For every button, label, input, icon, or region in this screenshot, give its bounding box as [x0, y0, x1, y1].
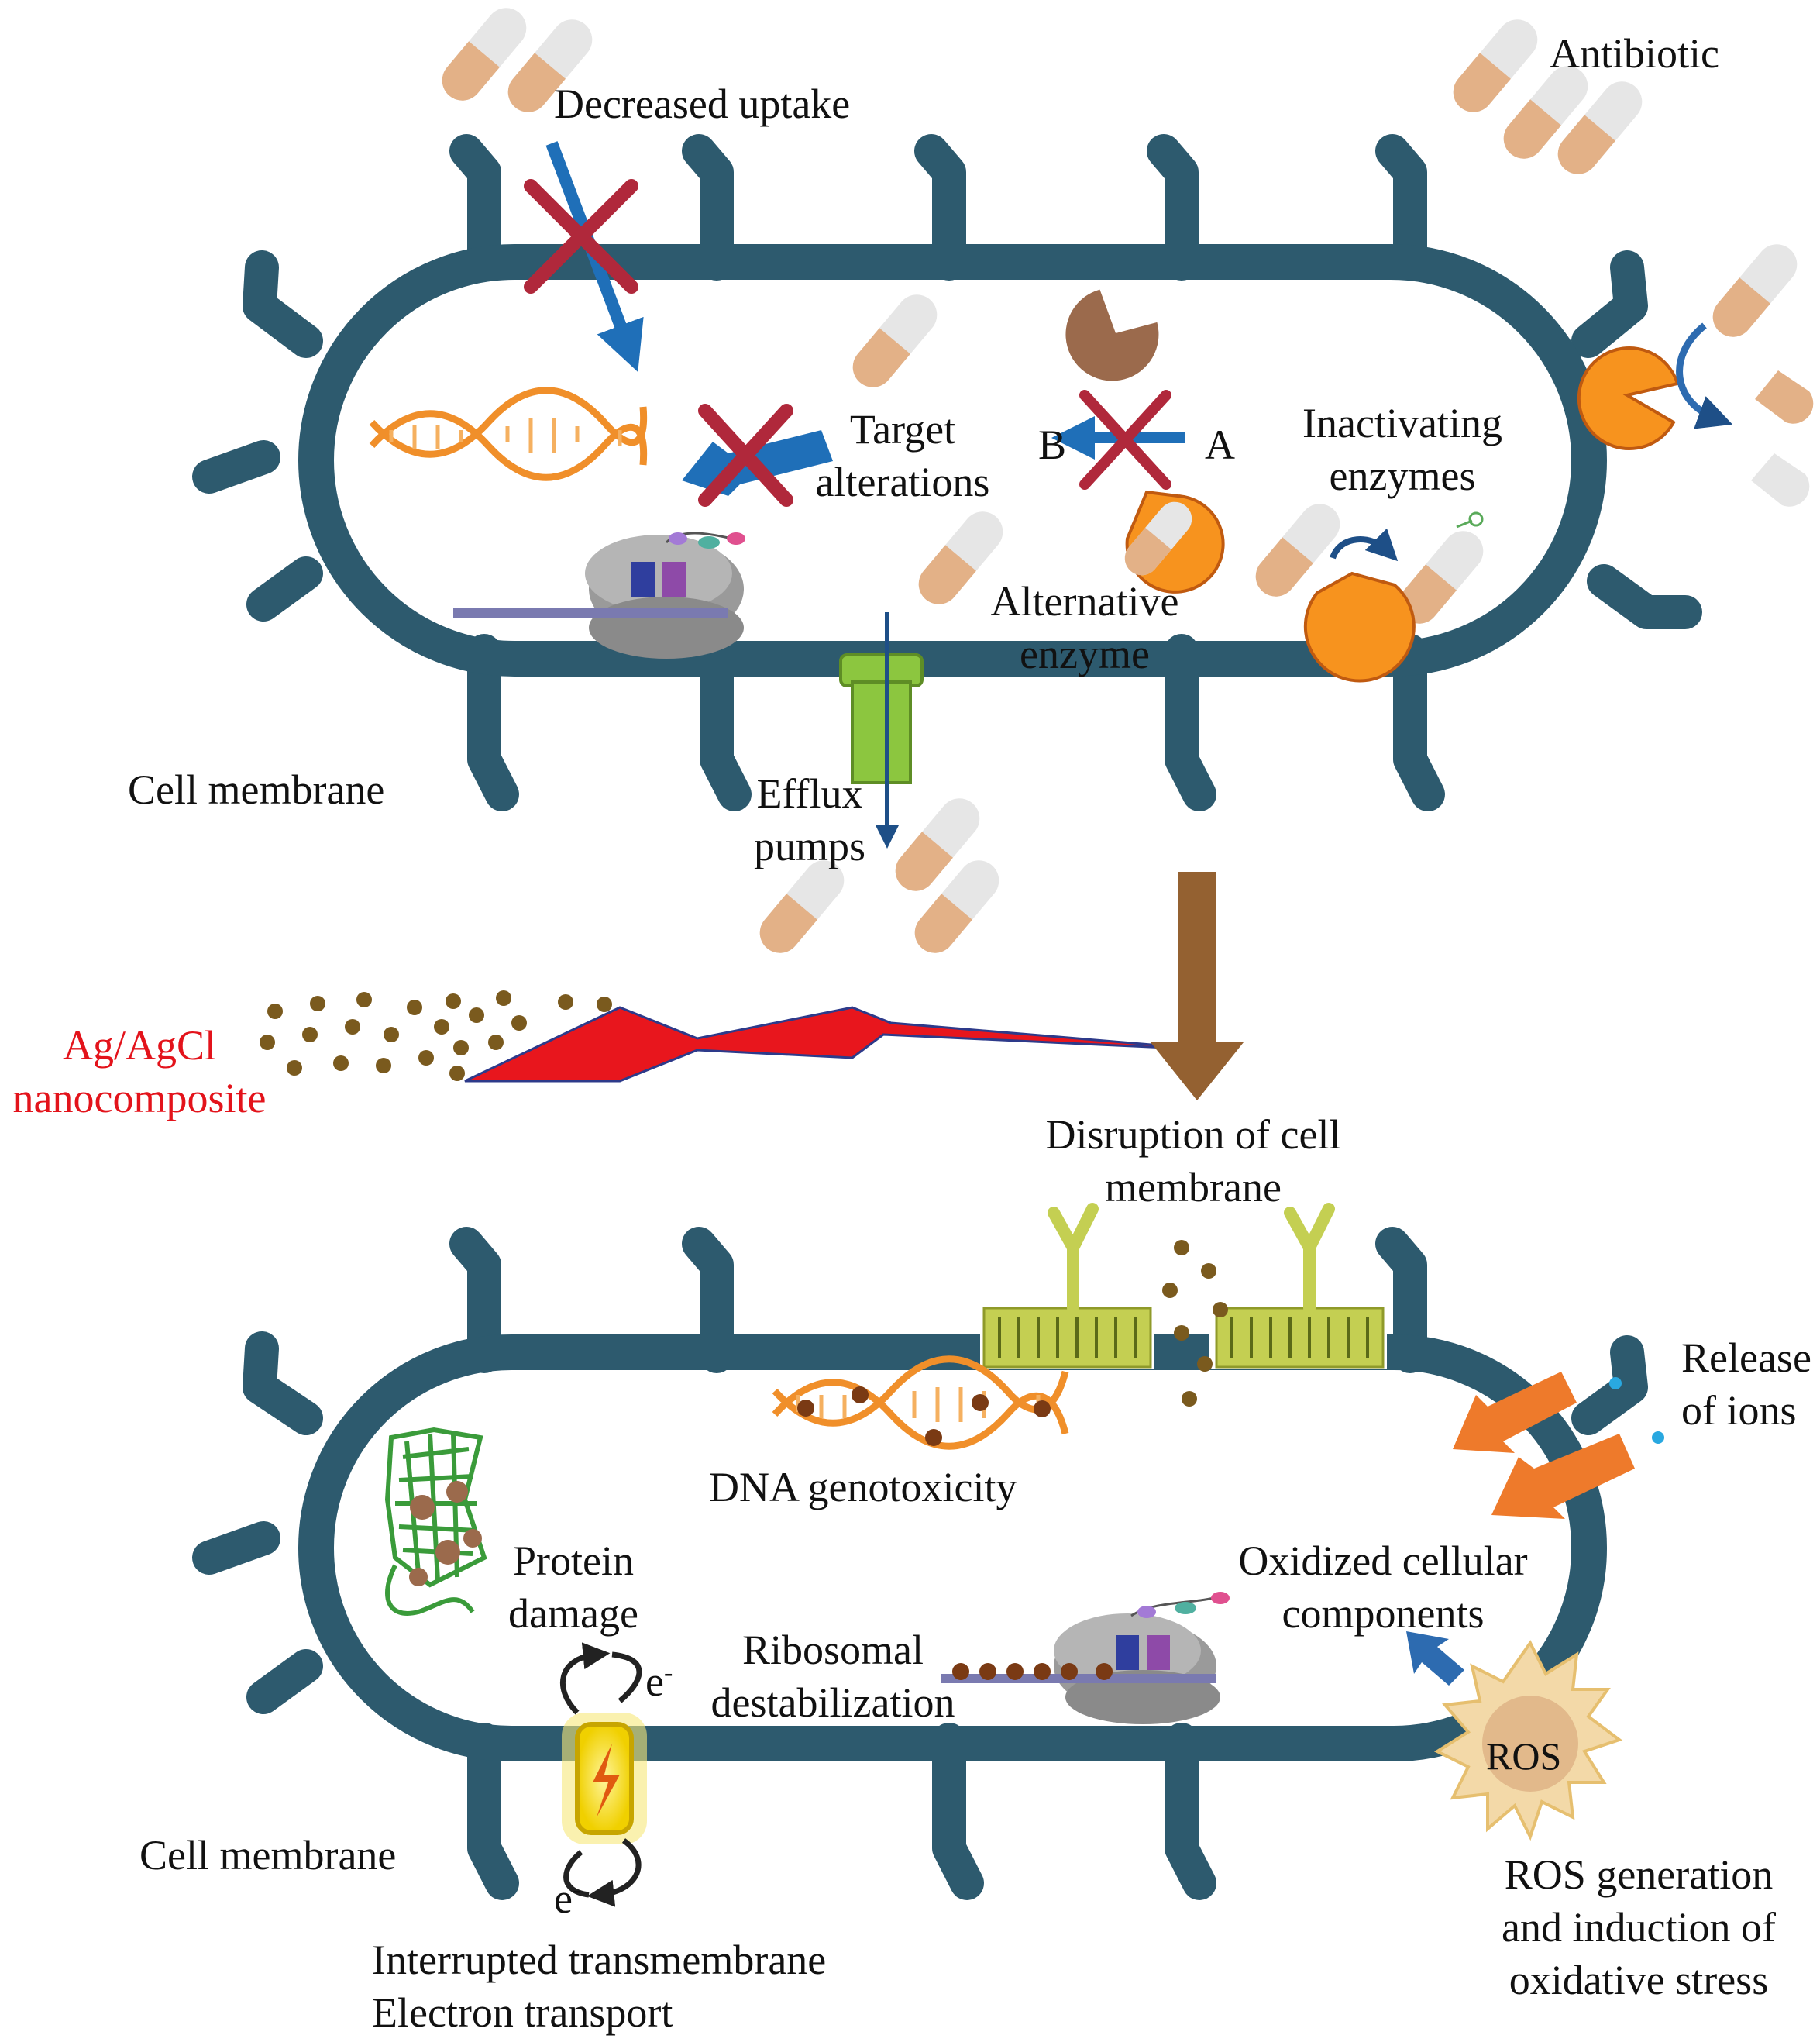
- brown-enzyme-pacman: [1065, 289, 1159, 381]
- label-electron-bottom: e-: [554, 1875, 582, 1922]
- label-b: B: [1038, 422, 1067, 468]
- ion-arrow-upper: [1453, 1372, 1577, 1453]
- ribosome-top: [453, 532, 745, 659]
- efflux-pump: [839, 612, 924, 849]
- modification-arrow: [1330, 528, 1399, 562]
- lipid-bilayer-right: [1209, 1203, 1387, 1369]
- label-protein-damage: Protein damage: [508, 1538, 638, 1637]
- dna-rungs-top: [389, 418, 622, 453]
- inactivating-enzyme-pacman: [1303, 571, 1416, 683]
- label-ros-generation: ROS generation and induction of oxidativ…: [1502, 1851, 1776, 2003]
- label-target-alterations: Target alterations: [815, 406, 990, 505]
- label-cell-membrane-bottom: Cell membrane: [139, 1832, 397, 1878]
- ros-cluster: [1433, 1640, 1623, 1841]
- damaged-protein: [384, 1427, 487, 1616]
- cleaving-arrow: [1676, 322, 1733, 429]
- antibiotic-capsules: [442, 8, 1814, 953]
- label-oxidized-components: Oxidized cellular components: [1238, 1538, 1528, 1637]
- cleaved-capsule-white: [1751, 453, 1810, 507]
- label-antibiotic: Antibiotic: [1550, 30, 1719, 77]
- top-cell: [192, 134, 1702, 811]
- protein-bound-particles: [409, 1481, 482, 1586]
- bottom-cell-membrane: [298, 1334, 1607, 1761]
- uptake-blocked-cross: [524, 179, 638, 294]
- electron-transport-protein: [559, 1642, 647, 1907]
- ribosome-bottom: [941, 1592, 1230, 1724]
- bound-capsule: [1124, 501, 1192, 576]
- label-decreased-uptake: Decreased uptake: [554, 81, 851, 127]
- bottom-cell: [192, 1203, 1648, 1900]
- disruption-arrow: [1151, 872, 1244, 1100]
- bottom-cell-pili: [192, 1227, 1648, 1900]
- lipid-bilayer-left: [980, 1203, 1154, 1369]
- dna-helix-top: [369, 387, 648, 481]
- cleaving-enzyme-pacman: [1577, 346, 1680, 450]
- label-nanocomposite: Ag/AgCl nanocomposite: [12, 1022, 267, 1121]
- label-electron-transport: Interrupted transmembrane Electron trans…: [372, 1937, 827, 2036]
- label-efflux-pumps: Efflux pumps: [753, 770, 866, 869]
- label-ros: ROS: [1486, 1734, 1562, 1778]
- label-electron-top: e-: [645, 1658, 673, 1705]
- label-a: A: [1205, 422, 1235, 468]
- label-cell-membrane-top: Cell membrane: [128, 766, 385, 813]
- label-dna-genotoxicity: DNA genotoxicity: [709, 1464, 1017, 1510]
- oxidation-arrow: [1406, 1631, 1464, 1686]
- dna-bound-particles: [797, 1386, 1051, 1446]
- modifier-group: [1468, 511, 1484, 527]
- label-release-of-ions: Release of ions: [1681, 1334, 1811, 1434]
- label-inactivating-enzymes: Inactivating enzymes: [1302, 400, 1502, 499]
- target-blocked-cross: [698, 404, 793, 507]
- label-disruption: Disruption of cell membrane: [1045, 1111, 1341, 1210]
- dna-helix-bottom: [772, 1355, 1069, 1450]
- dna-rungs-bottom: [796, 1387, 1041, 1422]
- leaking-nanoparticles: [1162, 1240, 1228, 1407]
- top-cell-membrane: [298, 244, 1607, 677]
- released-ions: [1609, 1377, 1664, 1444]
- nanoparticles-cloud: [260, 990, 612, 1081]
- ion-arrow-lower: [1491, 1434, 1635, 1519]
- label-alternative-enzyme: Alternative enzyme: [990, 578, 1179, 677]
- label-ribosomal-destabilization: Ribosomal destabilization: [710, 1627, 955, 1726]
- lightning-bolt: [464, 1006, 1217, 1083]
- top-cell-pili: [192, 134, 1702, 811]
- ribosome-bound-particles: [952, 1663, 1113, 1680]
- pathway-blocked-cross: [1079, 390, 1171, 490]
- cleaved-capsule-tan: [1755, 370, 1814, 424]
